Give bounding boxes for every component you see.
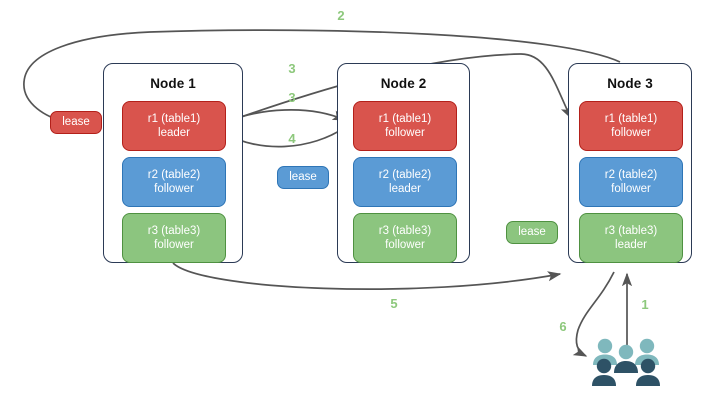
- replica-node2-r1: r1 (table1) follower: [353, 101, 457, 151]
- replica-role: leader: [615, 239, 647, 251]
- replica-role: follower: [611, 183, 651, 195]
- lease-label: lease: [289, 171, 317, 183]
- step-label-3a: 3: [288, 61, 296, 76]
- replica-name: r2 (table2): [604, 169, 658, 181]
- lease-label: lease: [518, 226, 546, 238]
- step-label-2: 2: [337, 8, 345, 23]
- step-label-1: 1: [641, 297, 649, 312]
- replica-role: follower: [154, 183, 194, 195]
- replica-node1-r1: r1 (table1) leader: [122, 101, 226, 151]
- step-label-5: 5: [390, 296, 398, 311]
- replica-node1-r3: r3 (table3) follower: [122, 213, 226, 263]
- replica-name: r3 (table3): [604, 225, 658, 237]
- node-container-3: Node 3 r1 (table1) follower r2 (table2) …: [568, 63, 692, 263]
- node-title-3: Node 3: [607, 76, 653, 91]
- step-label-4: 4: [288, 131, 296, 146]
- replica-node1-r2: r2 (table2) follower: [122, 157, 226, 207]
- lease-badge-blue: lease: [277, 166, 329, 189]
- step-label-6: 6: [559, 319, 567, 334]
- step-label-3b: 3: [288, 90, 296, 105]
- replica-name: r2 (table2): [378, 169, 432, 181]
- replica-name: r1 (table1): [378, 113, 432, 125]
- replica-role: follower: [611, 127, 651, 139]
- replica-node2-r2: r2 (table2) leader: [353, 157, 457, 207]
- replica-name: r1 (table1): [147, 113, 201, 125]
- users-icon: [592, 338, 660, 386]
- node-container-1: Node 1 r1 (table1) leader r2 (table2) fo…: [103, 63, 243, 263]
- replica-role: leader: [158, 127, 190, 139]
- replica-role: leader: [389, 183, 421, 195]
- replica-role: follower: [385, 239, 425, 251]
- replica-name: r3 (table3): [378, 225, 432, 237]
- replica-node3-r3: r3 (table3) leader: [579, 213, 683, 263]
- lease-badge-red: lease: [50, 111, 102, 134]
- node-container-2: Node 2 r1 (table1) follower r2 (table2) …: [337, 63, 470, 263]
- lease-badge-green: lease: [506, 221, 558, 244]
- replica-node2-r3: r3 (table3) follower: [353, 213, 457, 263]
- arrow-step-5: [172, 262, 562, 290]
- replica-name: r2 (table2): [147, 169, 201, 181]
- node-title-2: Node 2: [380, 76, 427, 91]
- node-title-1: Node 1: [150, 76, 196, 91]
- replica-role: follower: [154, 239, 194, 251]
- replica-name: r1 (table1): [604, 113, 658, 125]
- replica-node3-r1: r1 (table1) follower: [579, 101, 683, 151]
- replica-role: follower: [385, 127, 425, 139]
- lease-label: lease: [62, 116, 90, 128]
- replica-name: r3 (table3): [147, 225, 201, 237]
- replica-node3-r2: r2 (table2) follower: [579, 157, 683, 207]
